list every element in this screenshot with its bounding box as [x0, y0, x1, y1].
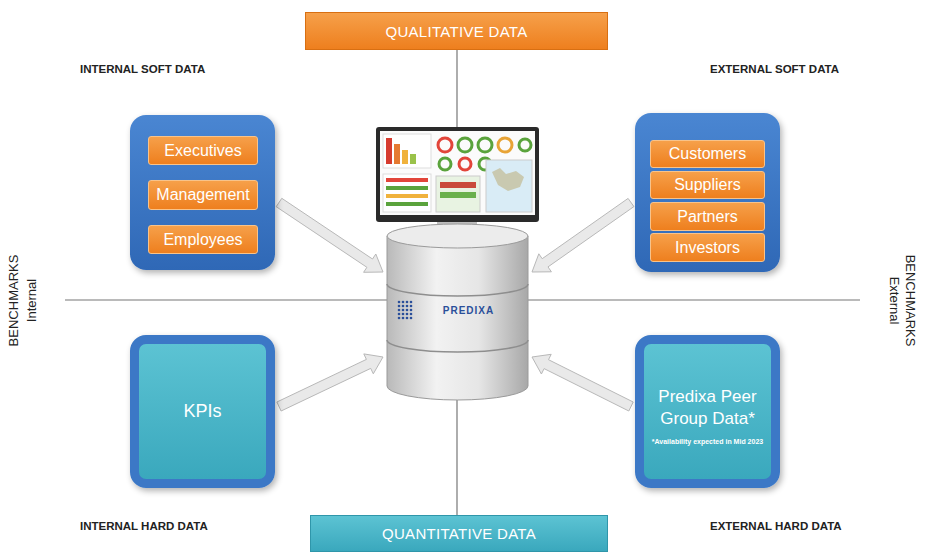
- flow-arrow: [276, 198, 383, 272]
- stakeholder-box: Partners: [650, 202, 765, 231]
- corner-label: EXTERNAL HARD DATA: [710, 520, 842, 532]
- flow-arrow: [532, 198, 634, 272]
- stakeholder-box: Management: [148, 180, 258, 210]
- corner-label: INTERNAL HARD DATA: [80, 520, 208, 532]
- node-text: Customers: [669, 145, 746, 163]
- hard-data-box: Predixa Peer Group Data* *Availability ex…: [635, 335, 780, 488]
- node-text: KPIs: [183, 400, 221, 423]
- node-text: Predixa Peer Group Data*: [650, 386, 765, 429]
- flow-arrow: [277, 354, 383, 411]
- stakeholder-box: Executives: [148, 136, 258, 165]
- group-box: EXTERNAL SOFT DATACustomersSuppliersPart…: [635, 113, 780, 272]
- node-text: Executives: [164, 142, 241, 160]
- data-band: QUALITATIVE DATA: [305, 12, 608, 50]
- axis-label: Internal: [24, 278, 39, 321]
- node-text: INTERNAL SOFT DATA: [80, 63, 205, 75]
- axis-label: BENCHMARKS: [6, 254, 21, 346]
- database-cylinder: PREDIXA: [385, 222, 530, 402]
- node-text: Employees: [163, 231, 242, 249]
- node-text: Partners: [677, 208, 737, 226]
- stakeholder-box: Suppliers: [650, 171, 765, 199]
- axis-label: BENCHMARKS: [903, 254, 918, 346]
- group-box: INTERNAL SOFT DATAExecutivesManagementEm…: [130, 115, 275, 270]
- node-text: PREDIXA: [443, 305, 494, 316]
- node-text: Management: [156, 186, 249, 204]
- data-band: QUANTITATIVE DATA: [310, 515, 608, 552]
- node-text: Investors: [675, 239, 740, 257]
- monitor-illustration: [376, 127, 539, 230]
- hard-data-box: KPIs: [130, 335, 275, 488]
- node-text: QUANTITATIVE DATA: [382, 525, 536, 542]
- node-text: EXTERNAL SOFT DATA: [710, 63, 839, 75]
- axis-label: External: [887, 276, 902, 324]
- stakeholder-box: Employees: [148, 225, 258, 254]
- node-text: Suppliers: [674, 176, 741, 194]
- stakeholder-box: Customers: [650, 140, 765, 168]
- stakeholder-box: Investors: [650, 233, 765, 262]
- node-text: *Availability expected in Mid 2023: [652, 438, 763, 445]
- node-text: QUALITATIVE DATA: [385, 23, 527, 40]
- flow-arrow: [532, 354, 633, 411]
